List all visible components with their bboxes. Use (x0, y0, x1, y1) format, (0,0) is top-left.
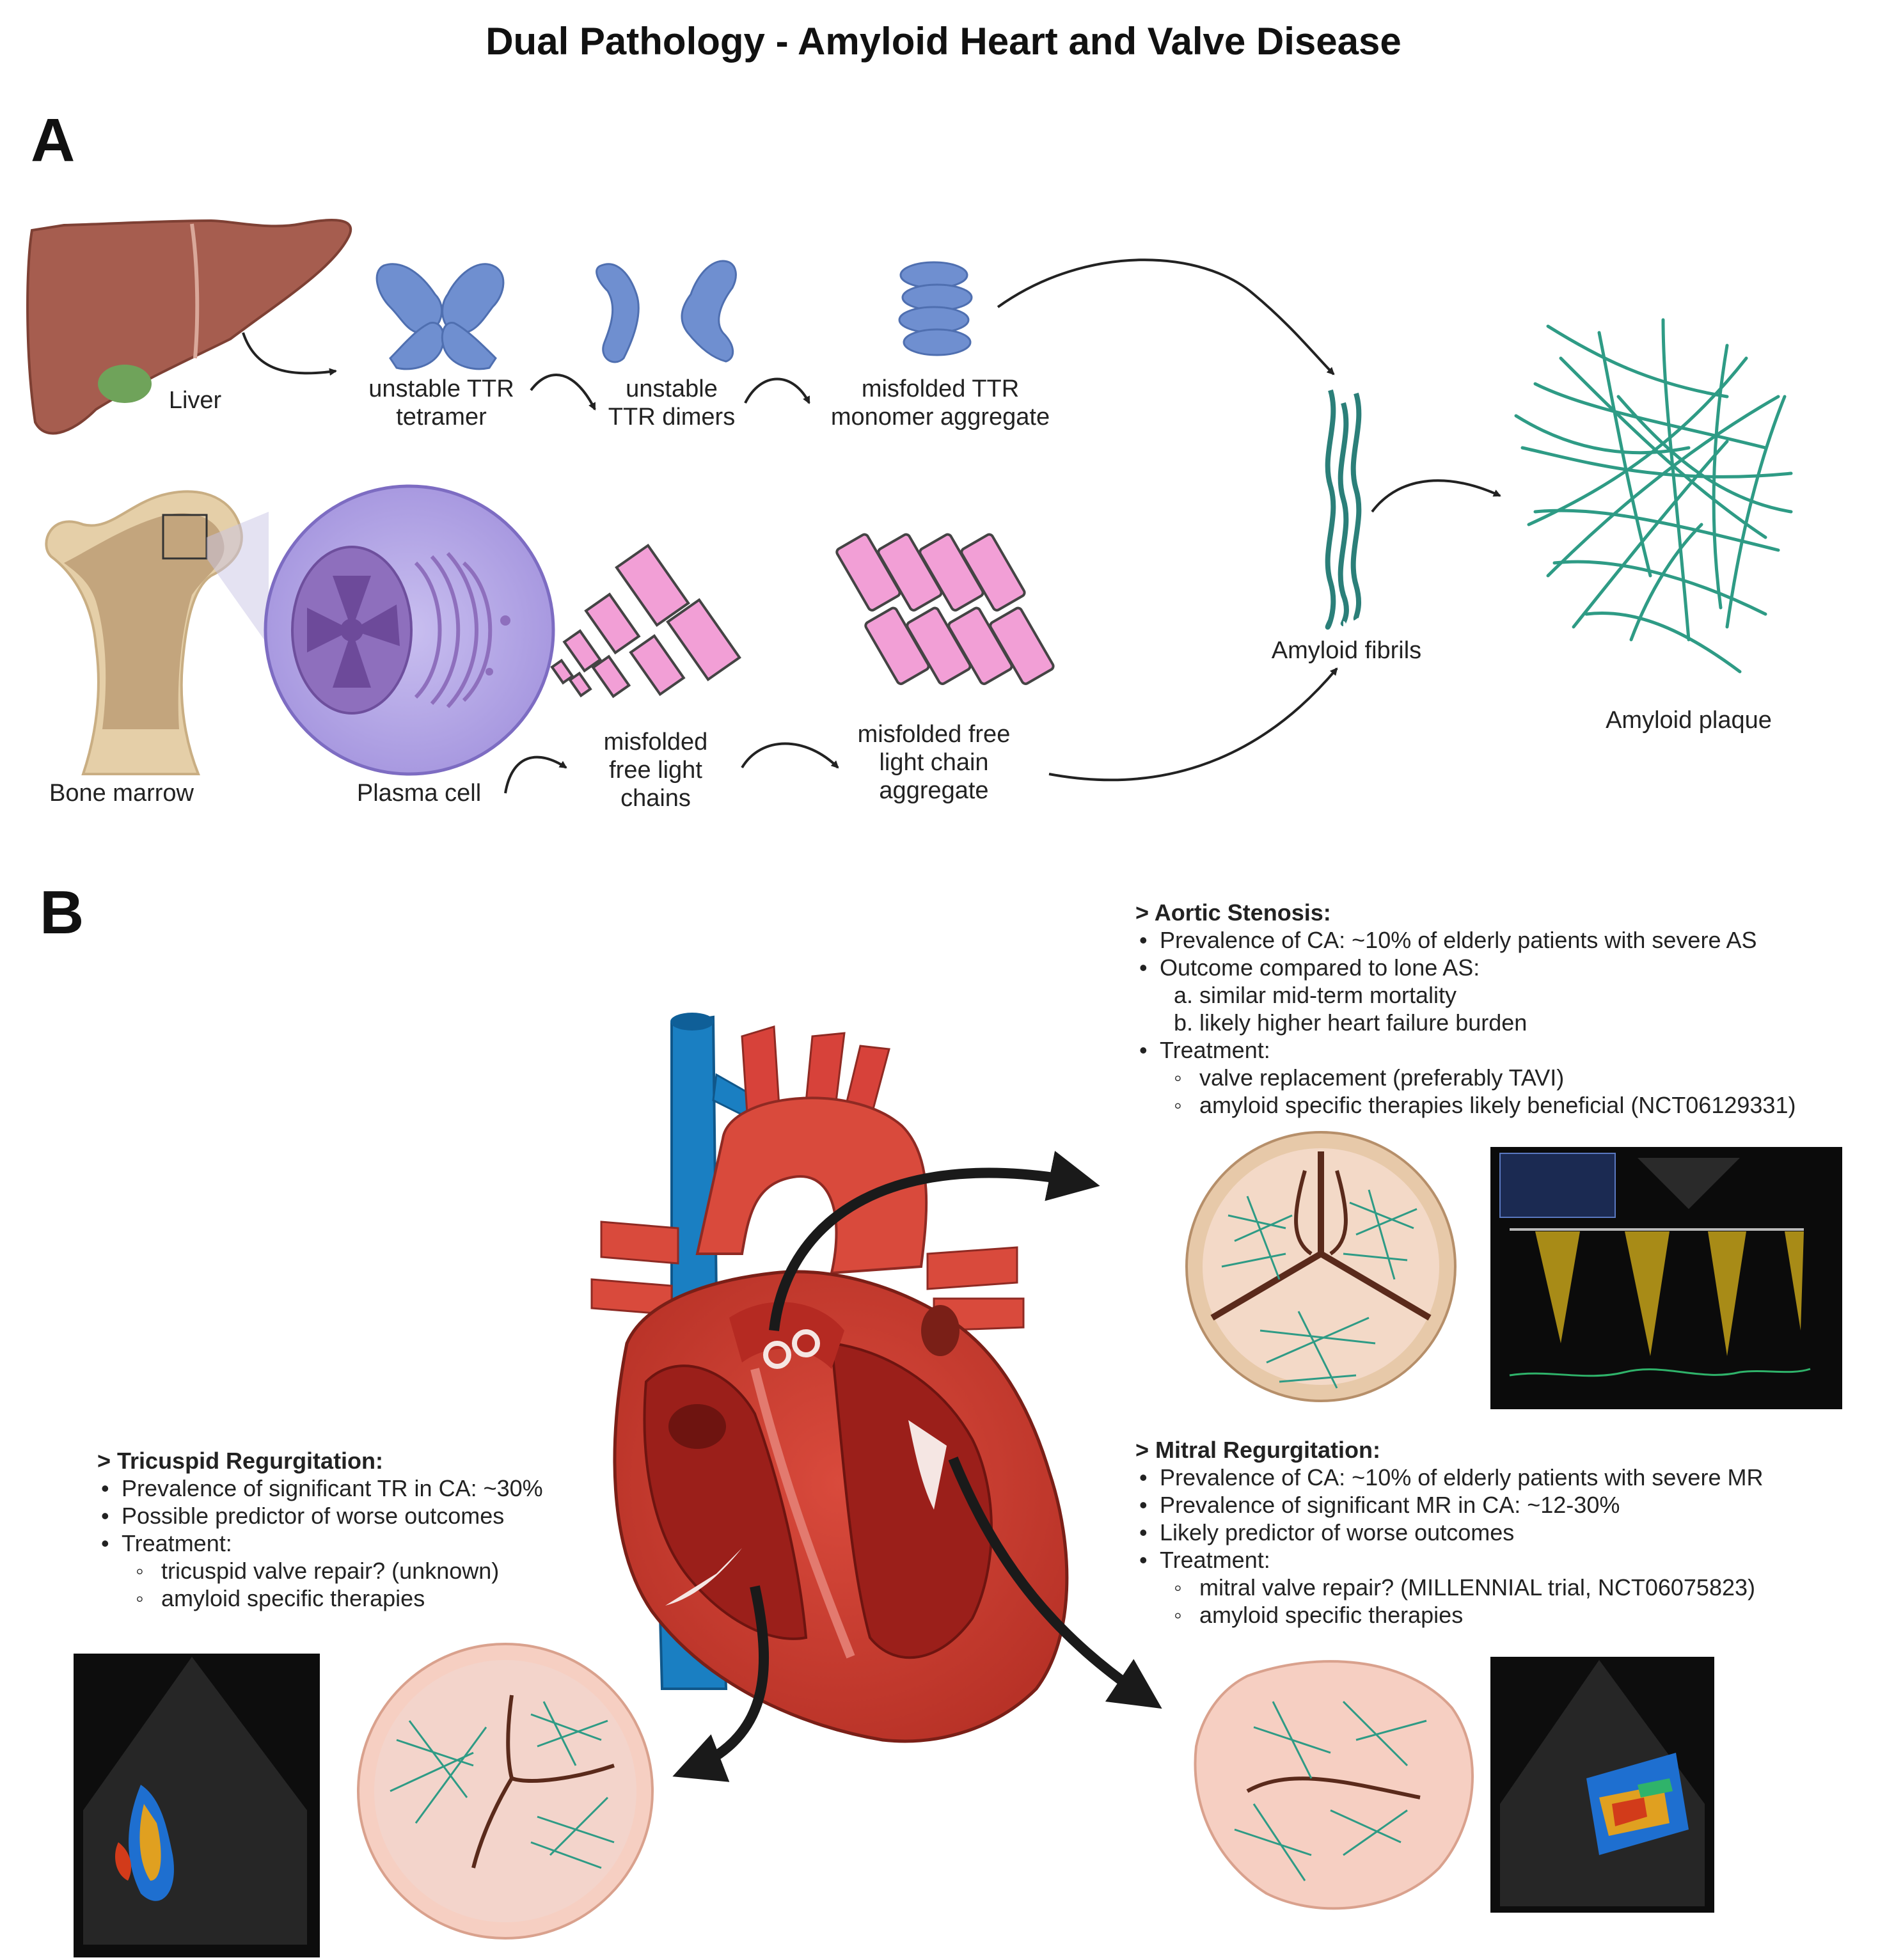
arrow-monomer-fibrils (997, 258, 1335, 375)
list-item: a.similar mid-term mortality (1174, 982, 1457, 1008)
light-chain-aggregate-icon (835, 533, 1055, 685)
ttr-tetramer-icon (375, 263, 505, 370)
tricuspid-echo-image (74, 1654, 320, 1957)
list-item: Treatment: (1135, 1036, 1871, 1064)
list-item: Possible predictor of worse outcomes (97, 1502, 673, 1529)
list-item: amyloid specific therapies (97, 1585, 673, 1612)
mitral-echo-image (1490, 1657, 1714, 1913)
tricuspid-regurgitation-header: > Tricuspid Regurgitation: (97, 1448, 384, 1474)
label-amyloid-fibrils: Amyloid fibrils (1271, 637, 1422, 664)
bone-illustration (45, 490, 269, 775)
arrow-fibrils-plaque (1371, 479, 1501, 513)
list-item: valve replacement (preferably TAVI) (1135, 1064, 1871, 1091)
label-unstable-tetramer: unstable TTR tetramer (368, 375, 514, 431)
list-item: b.likely higher heart failure burden (1174, 1009, 1528, 1036)
aortic-doppler-image (1490, 1147, 1842, 1409)
mitral-regurgitation-section: > Mitral Regurgitation: Prevalence of CA… (1135, 1436, 1871, 1629)
list-item: Likely predictor of worse outcomes (1135, 1519, 1871, 1546)
arrow-cell-lightchains (504, 755, 567, 794)
arrow-tetramer-dimers (530, 374, 596, 411)
arrow-dimers-monomer (744, 377, 810, 404)
mitral-valve-illustration (1194, 1660, 1474, 1910)
ttr-dimers-icon (596, 260, 737, 363)
mitral-regurgitation-header: > Mitral Regurgitation: (1135, 1437, 1381, 1463)
list-item: Treatment: (1135, 1546, 1871, 1574)
label-free-light-chains: misfolded free light chains (603, 729, 708, 812)
tricuspid-valve-illustration (357, 1643, 654, 1940)
list-item: Treatment: (97, 1529, 673, 1557)
amyloid-plaque-icon (1514, 318, 1793, 674)
arrow-aortic (769, 1151, 1100, 1331)
tricuspid-regurgitation-section: > Tricuspid Regurgitation: Prevalence of… (97, 1447, 673, 1612)
panel-letter-a: A (31, 106, 75, 175)
aortic-stenosis-section: > Aortic Stenosis: Prevalence of CA: ~10… (1135, 899, 1871, 1119)
monomer-aggregate-icon (898, 261, 973, 356)
plasma-cell-illustration (264, 484, 555, 776)
aortic-stenosis-header: > Aortic Stenosis: (1135, 899, 1331, 926)
list-item: Prevalence of CA: ~10% of elderly patien… (1135, 1464, 1871, 1491)
list-item: amyloid specific therapies (1135, 1601, 1871, 1629)
label-plasma-cell: Plasma cell (356, 780, 482, 807)
list-item: mitral valve repair? (MILLENNIAL trial, … (1135, 1574, 1871, 1601)
label-unstable-dimers: unstable TTR dimers (608, 375, 736, 431)
list-item: Prevalence of CA: ~10% of elderly patien… (1135, 926, 1871, 954)
list-item: tricuspid valve repair? (unknown) (97, 1557, 673, 1585)
panel-letter-b: B (40, 878, 84, 947)
arrow-lightchains-aggregate (741, 742, 839, 769)
label-monomer-aggregate: misfolded TTR monomer aggregate (830, 375, 1050, 431)
arrow-aggregate-fibrils (1048, 667, 1338, 782)
heart-illustration (590, 1013, 1069, 1743)
arrow-liver-tetramer (242, 332, 337, 376)
aortic-valve-illustration (1185, 1131, 1457, 1402)
amyloid-fibrils-icon (1325, 389, 1362, 630)
list-item: amyloid specific therapies likely benefi… (1135, 1091, 1871, 1119)
list-item: Prevalence of significant MR in CA: ~12-… (1135, 1491, 1871, 1519)
arrow-mitral (948, 1456, 1162, 1709)
liver-illustration (26, 219, 352, 435)
list-item: Outcome compared to lone AS: (1135, 954, 1871, 981)
free-light-chains-icon (550, 543, 741, 699)
list-item: Prevalence of significant TR in CA: ~30% (97, 1474, 673, 1502)
label-amyloid-plaque: Amyloid plaque (1606, 707, 1772, 734)
figure-title: Dual Pathology - Amyloid Heart and Valve… (486, 20, 1401, 63)
label-liver: Liver (168, 387, 222, 414)
arrow-tricuspid (672, 1585, 770, 1782)
label-bone-marrow: Bone marrow (49, 780, 194, 807)
label-light-chain-aggregate: misfolded free light chain aggregate (857, 721, 1011, 804)
